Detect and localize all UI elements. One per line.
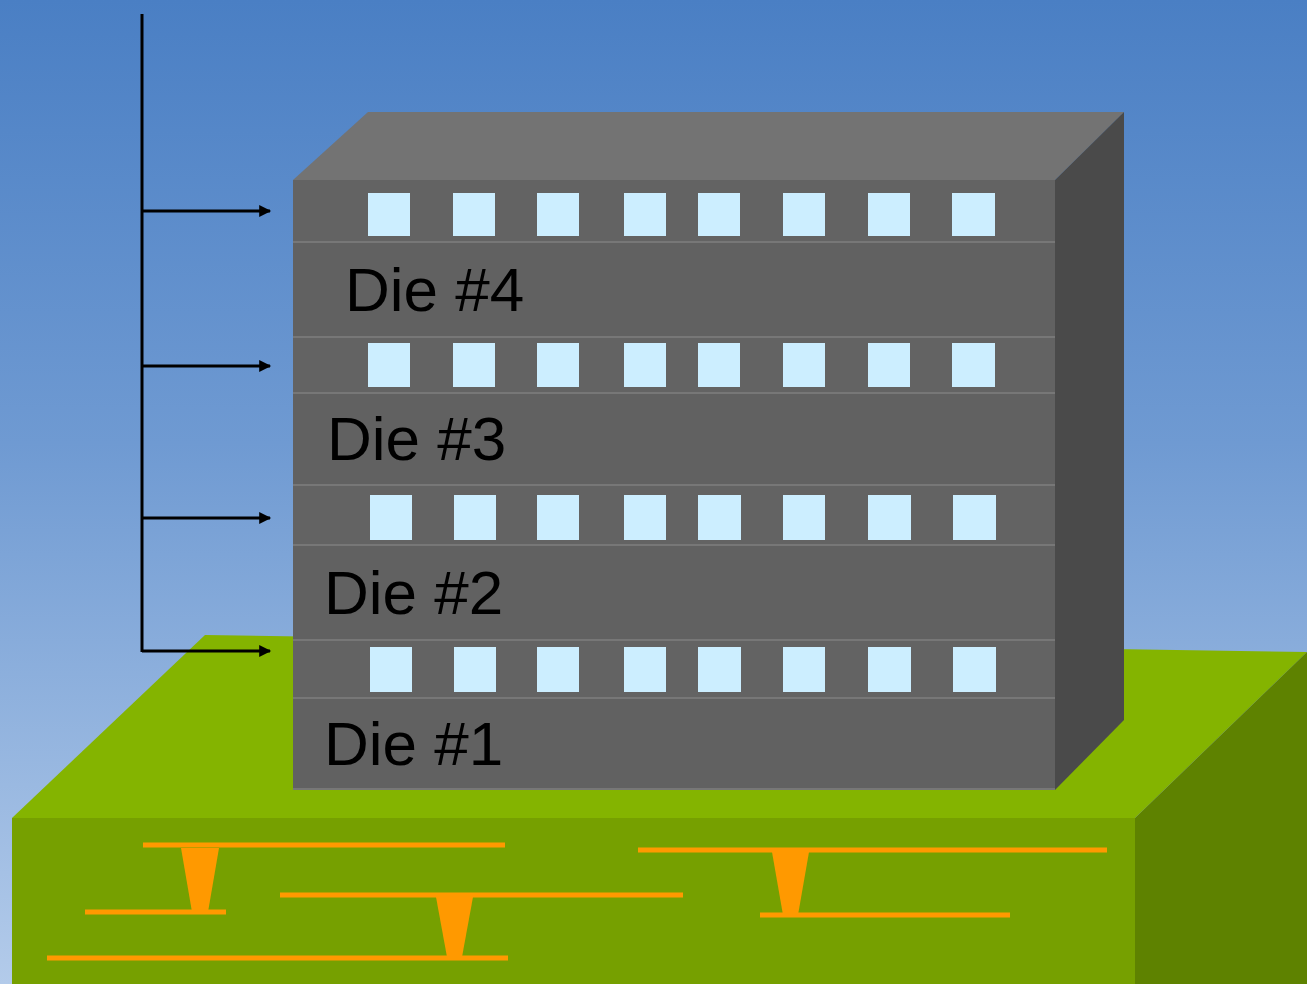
leader-arrow: [142, 517, 270, 520]
bond-pad: [698, 343, 740, 387]
bond-pad: [783, 193, 825, 236]
substrate-traces: [47, 845, 1107, 958]
bond-pad: [368, 343, 410, 387]
bond-pad: [370, 495, 412, 540]
die-layer: Die #1: [293, 697, 1055, 790]
die-label: Die #3: [327, 408, 506, 470]
bond-pad: [624, 193, 666, 236]
bond-pad: [454, 647, 496, 692]
trace: [280, 893, 683, 898]
leader-arrow: [142, 650, 270, 653]
bond-pad: [624, 495, 666, 540]
bond-pad: [453, 343, 495, 387]
leader-arrow: [142, 210, 270, 213]
bond-pad: [868, 495, 911, 540]
die-label: Die #2: [324, 562, 503, 624]
bond-pad: [868, 647, 911, 692]
bond-pad: [783, 495, 825, 540]
leader-arrows: [142, 14, 270, 652]
bond-pad: [537, 495, 579, 540]
trace: [638, 848, 1107, 853]
bond-pad: [624, 647, 666, 692]
substrate-side: [1135, 652, 1307, 984]
die-stack: [293, 112, 1124, 790]
die-layer: Die #4: [293, 241, 1055, 338]
stack-top: [293, 112, 1124, 180]
bond-pad: [783, 343, 825, 387]
bond-pad: [953, 495, 996, 540]
bond-pad: [698, 647, 741, 692]
bond-pad: [868, 193, 910, 236]
bond-pad: [698, 193, 740, 236]
bond-pad: [624, 343, 666, 387]
bond-pad: [698, 495, 741, 540]
bond-pad: [453, 193, 495, 236]
die-label: Die #4: [345, 259, 524, 321]
bond-pad: [952, 193, 995, 236]
bond-pad: [370, 647, 412, 692]
bond-pad: [537, 343, 579, 387]
bond-pad: [868, 343, 910, 387]
bond-pad: [454, 495, 496, 540]
leader-arrow: [142, 365, 270, 368]
via: [436, 897, 473, 957]
trace: [85, 910, 226, 915]
stack-front: [293, 180, 1055, 790]
bond-pad: [952, 343, 995, 387]
substrate-front: [12, 818, 1135, 984]
via: [181, 848, 219, 912]
die-label: Die #1: [324, 713, 503, 775]
bond-pad: [537, 193, 579, 236]
trace: [143, 843, 505, 848]
trace: [47, 956, 508, 961]
die-layer: Die #3: [293, 392, 1055, 486]
bond-pad: [953, 647, 996, 692]
bond-pad: [368, 193, 410, 236]
die-layer: Die #2: [293, 544, 1055, 641]
bond-pad: [537, 647, 579, 692]
bond-pad: [783, 647, 825, 692]
trace: [760, 913, 1010, 918]
stack-side: [1055, 112, 1124, 790]
via: [772, 852, 809, 915]
bus-line: [141, 14, 144, 652]
